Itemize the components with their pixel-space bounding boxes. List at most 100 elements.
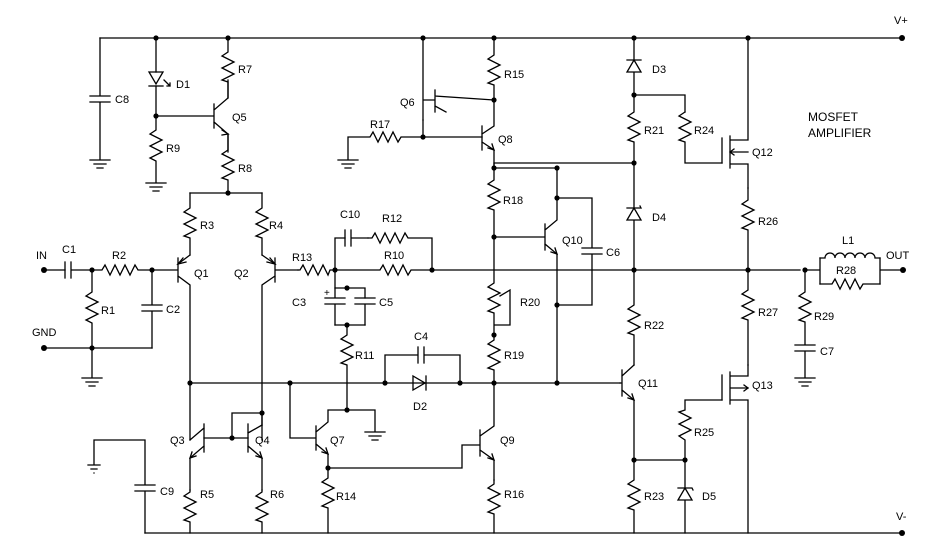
resistor-r25 xyxy=(677,399,723,461)
r24-label: R24 xyxy=(694,125,714,137)
transistor-q6 xyxy=(422,37,495,121)
r12-label: R12 xyxy=(382,213,402,225)
transistor-q10 xyxy=(493,197,559,306)
transistor-q11 xyxy=(619,364,636,461)
r21-bias-wire xyxy=(493,162,635,169)
q9-label: Q9 xyxy=(500,435,515,447)
resistor-r22 xyxy=(626,269,642,366)
resistor-r18 xyxy=(486,167,502,238)
r11-label: R11 xyxy=(355,350,374,362)
r22-label: R22 xyxy=(644,320,664,332)
resistor-r16 xyxy=(486,479,502,534)
resistor-r5 xyxy=(182,489,198,534)
q8-label: Q8 xyxy=(498,134,513,146)
resistor-r23 xyxy=(626,459,642,534)
transistor-q4 xyxy=(231,412,264,491)
r5-label: R5 xyxy=(200,489,214,501)
transistor-q8 xyxy=(422,99,496,169)
c10-label: C10 xyxy=(340,209,360,221)
capacitor-c10 xyxy=(344,229,369,247)
transistor-q13 xyxy=(721,364,750,534)
resistor-r1 xyxy=(84,269,100,349)
output-terminal xyxy=(900,267,906,273)
r15-label: R15 xyxy=(504,69,524,81)
transistor-q9 xyxy=(327,382,496,481)
resistor-r11 xyxy=(339,324,355,411)
r29-label: R29 xyxy=(814,311,834,323)
r17-label: R17 xyxy=(370,119,390,131)
d5-label: D5 xyxy=(702,491,716,503)
r14-label: R14 xyxy=(336,491,356,503)
capacitor-c1 xyxy=(64,261,93,279)
c6-label: C6 xyxy=(606,247,620,259)
resistor-r8 xyxy=(220,133,236,194)
output-label: OUT xyxy=(886,250,910,262)
resistor-r20 xyxy=(486,236,511,336)
r6-label: R6 xyxy=(270,489,284,501)
diode-d3 xyxy=(625,37,643,96)
r25-label: R25 xyxy=(694,427,714,439)
r27-label: R27 xyxy=(758,307,778,319)
resistor-r19 xyxy=(486,334,502,384)
c3-polarity-mark: + xyxy=(324,288,330,299)
r23-label: R23 xyxy=(644,491,664,503)
resistor-r6 xyxy=(254,489,270,534)
r28-label: R28 xyxy=(836,265,856,277)
r1-label: R1 xyxy=(101,305,115,317)
c3-c5-top-wire xyxy=(334,269,366,299)
capacitor-c6 xyxy=(556,197,603,306)
diode-d5 xyxy=(676,459,694,534)
l1-r28-junction-wire xyxy=(804,257,901,285)
resistor-r13 xyxy=(297,263,336,277)
resistor-r29 xyxy=(794,269,816,387)
q5-label: Q5 xyxy=(232,112,247,124)
r18-label: R18 xyxy=(503,195,523,207)
c1-label: C1 xyxy=(62,244,76,256)
transistor-q12 xyxy=(721,37,749,189)
resistor-r3 xyxy=(182,192,198,256)
r16-label: R16 xyxy=(504,489,524,501)
ground-line xyxy=(41,345,153,387)
q7-ground-wire xyxy=(346,409,386,441)
l1-label: L1 xyxy=(842,235,854,247)
c9-label: C9 xyxy=(160,486,174,498)
diode-d4 xyxy=(625,162,643,271)
d4-label: D4 xyxy=(652,212,666,224)
transistor-q3 xyxy=(188,423,233,491)
q1-label: Q1 xyxy=(194,268,209,280)
d1-label: D1 xyxy=(176,79,190,91)
title-line-2: AMPLIFIER xyxy=(808,126,872,140)
negative-rail xyxy=(144,530,905,536)
r2-label: R2 xyxy=(112,250,126,262)
resistor-r26 xyxy=(740,187,756,271)
capacitor-c9 xyxy=(87,439,156,534)
ground-label: GND xyxy=(32,327,57,339)
q11-label: Q11 xyxy=(638,378,658,390)
c7-label: C7 xyxy=(820,346,834,358)
resistor-r27 xyxy=(740,269,756,366)
c8-label: C8 xyxy=(115,94,129,106)
q2-label: Q2 xyxy=(234,268,249,280)
transistor-q1 xyxy=(151,254,191,441)
resistor-r2 xyxy=(91,263,153,277)
c5-label: C5 xyxy=(379,297,393,309)
d3-label: D3 xyxy=(652,64,666,76)
c4-label: C4 xyxy=(414,331,428,343)
resistor-r12 xyxy=(367,231,433,271)
capacitor-c8 xyxy=(89,37,111,169)
resistor-r10 xyxy=(334,263,433,277)
title-line-1: MOSFET xyxy=(808,110,859,124)
r10-label: R10 xyxy=(384,250,404,262)
resistor-r14 xyxy=(320,467,336,534)
resistor-r4 xyxy=(254,192,270,256)
positive-rail-label: V+ xyxy=(894,15,908,27)
resistor-r24 xyxy=(677,111,723,164)
positive-rail xyxy=(99,35,905,41)
q10-collector-wire xyxy=(493,167,558,199)
q13-label: Q13 xyxy=(752,380,773,392)
q4-label: Q4 xyxy=(255,435,270,447)
resistor-r7 xyxy=(220,37,236,99)
c3-label: C3 xyxy=(292,297,306,309)
capacitor-c5 xyxy=(354,297,376,326)
r8-label: R8 xyxy=(238,163,252,175)
